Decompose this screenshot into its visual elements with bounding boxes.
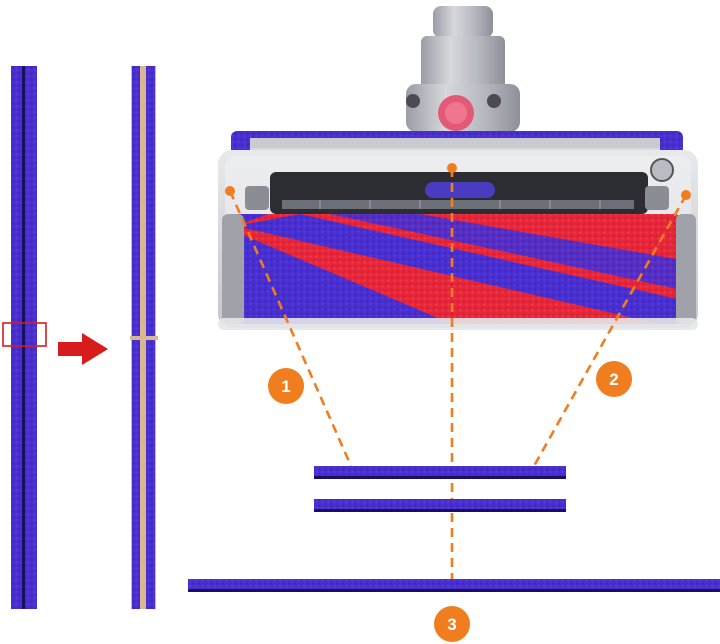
anchor-dot-1	[225, 186, 235, 196]
felt-strip-separated	[130, 66, 158, 609]
roller-head-photo	[218, 6, 698, 330]
short-felt-strip-1	[314, 466, 566, 479]
callout-badge-2: 2	[596, 361, 632, 397]
anchor-dot-3	[447, 163, 457, 173]
red-arrow-icon	[58, 333, 108, 365]
callout-number-2: 2	[609, 370, 618, 389]
guide-lines	[228, 168, 688, 586]
anchor-dot-2	[681, 190, 691, 200]
short-felt-strip-2	[314, 499, 566, 512]
seam-highlight-box	[2, 322, 47, 347]
callout-badge-3: 3	[434, 606, 470, 642]
long-felt-strip	[188, 579, 720, 592]
callout-badge-1: 1	[268, 368, 304, 404]
callout-number-3: 3	[447, 615, 456, 634]
callout-number-1: 1	[281, 377, 290, 396]
felt-strip-original	[11, 66, 37, 609]
